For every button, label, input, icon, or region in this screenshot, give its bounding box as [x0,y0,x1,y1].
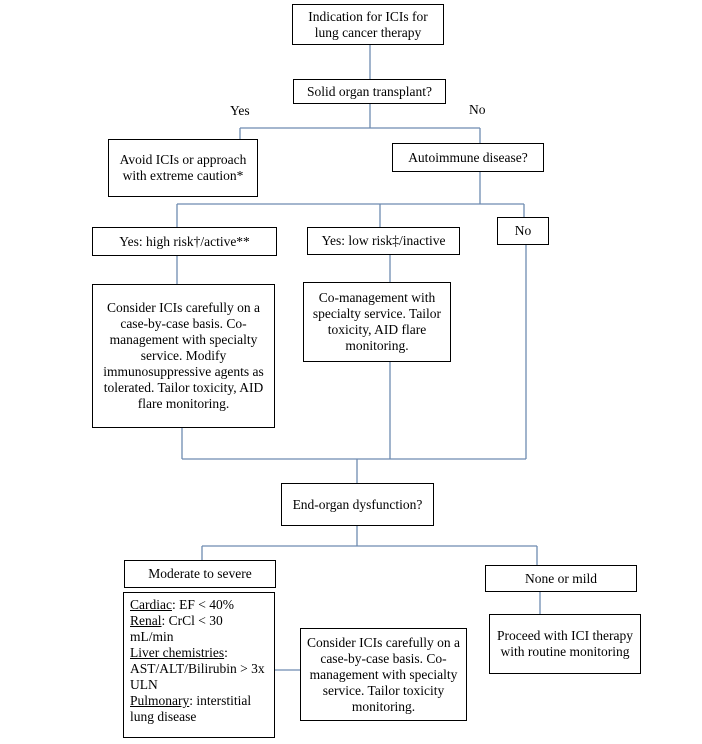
consider-high-risk-text: Consider ICIs carefully on a case-by-cas… [103,300,264,411]
autoimmune-question-text: Autoimmune disease? [408,149,528,165]
end-organ-question-text: End-organ dysfunction? [292,496,423,512]
criteria-cardiac-detail: : EF < 40% [171,597,234,612]
transplant-question-text: Solid organ transplant? [307,83,432,99]
indication-text: Indication for ICIs for lung cancer ther… [308,8,428,40]
edge-label-no-transplant: No [469,102,486,117]
end-organ-criteria-box: Cardiac: EF < 40% Renal: CrCl < 30 mL/mi… [123,592,275,738]
none-mild-box: None or mild [485,565,637,592]
criteria-pulmonary: Pulmonary: interstitial lung disease [130,693,268,725]
criteria-cardiac: Cardiac: EF < 40% [130,597,234,613]
criteria-liver: Liver chemistries: AST/ALT/Bilirubin > 3… [130,645,268,693]
criteria-renal: Renal: CrCl < 30 mL/min [130,613,268,645]
avoid-icis-text: Avoid ICIs or approach with extreme caut… [119,152,247,183]
consider-organ-text: Consider ICIs carefully on a case-by-cas… [307,634,460,714]
criteria-liver-detail: : AST/ALT/Bilirubin > 3x ULN [130,645,265,692]
criteria-pulmonary-detail: : interstitial lung disease [130,693,252,724]
end-organ-question-box: End-organ dysfunction? [281,483,434,526]
consider-organ-box: Consider ICIs carefully on a case-by-cas… [300,628,467,721]
proceed-box: Proceed with ICI therapy with routine mo… [489,614,641,674]
connector-autoimmune-split [176,171,525,227]
criteria-pulmonary-organ: Pulmonary [130,693,190,708]
high-risk-box: Yes: high risk†/active** [92,227,277,256]
no-autoimmune-text: No [514,223,532,238]
connector-endorgan-split [201,525,538,565]
criteria-renal-detail: : CrCl < 30 mL/min [130,613,223,644]
connector-merge [181,244,527,460]
none-mild-text: None or mild [525,570,597,586]
criteria-renal-organ: Renal [130,613,162,628]
consider-high-risk-box: Consider ICIs carefully on a case-by-cas… [92,284,275,428]
criteria-cardiac-organ: Cardiac [130,597,172,612]
proceed-text: Proceed with ICI therapy with routine mo… [496,628,634,659]
indication-box: Indication for ICIs for lung cancer ther… [292,4,444,45]
comanage-low-risk-text: Co-management with specialty service. Ta… [312,290,442,353]
avoid-icis-box: Avoid ICIs or approach with extreme caut… [108,139,258,197]
connector-transplant-split [239,103,481,143]
autoimmune-question-box: Autoimmune disease? [392,143,544,172]
low-risk-box: Yes: low risk‡/inactive [307,227,460,255]
edge-label-yes-transplant: Yes [230,103,250,118]
no-autoimmune-box: No [497,217,549,245]
criteria-liver-organ: Liver chemistries [130,645,225,660]
moderate-severe-box: Moderate to severe [124,560,276,588]
low-risk-text: Yes: low risk‡/inactive [321,233,446,248]
comanage-low-risk-box: Co-management with specialty service. Ta… [303,282,451,362]
moderate-severe-text: Moderate to severe [148,566,252,581]
high-risk-text: Yes: high risk†/active** [119,233,250,249]
transplant-question-box: Solid organ transplant? [293,79,446,104]
